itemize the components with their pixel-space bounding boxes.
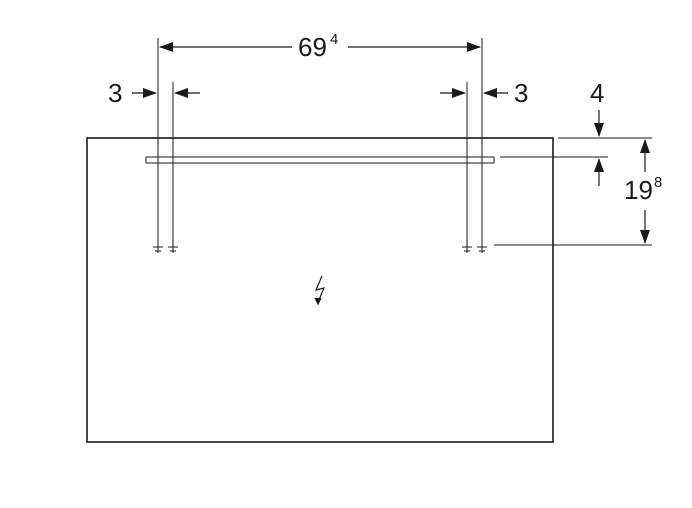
right-side-extension-lines <box>494 137 652 246</box>
wall-fixing-icon <box>153 242 487 253</box>
cabinet-outline <box>86 137 554 443</box>
height-label: 19 <box>624 175 653 205</box>
overall-width-superscript: 4 <box>330 31 338 48</box>
left-extension-lines <box>157 38 174 245</box>
right-extension-lines <box>466 38 483 245</box>
light-strip <box>145 156 495 164</box>
lightning-icon <box>314 275 326 306</box>
overall-width-label: 69 <box>298 32 327 62</box>
right-offset-label: 3 <box>514 78 528 108</box>
left-offset-label: 3 <box>108 78 122 108</box>
height-superscript: 8 <box>654 174 662 191</box>
top-offset-label: 4 <box>590 78 604 108</box>
